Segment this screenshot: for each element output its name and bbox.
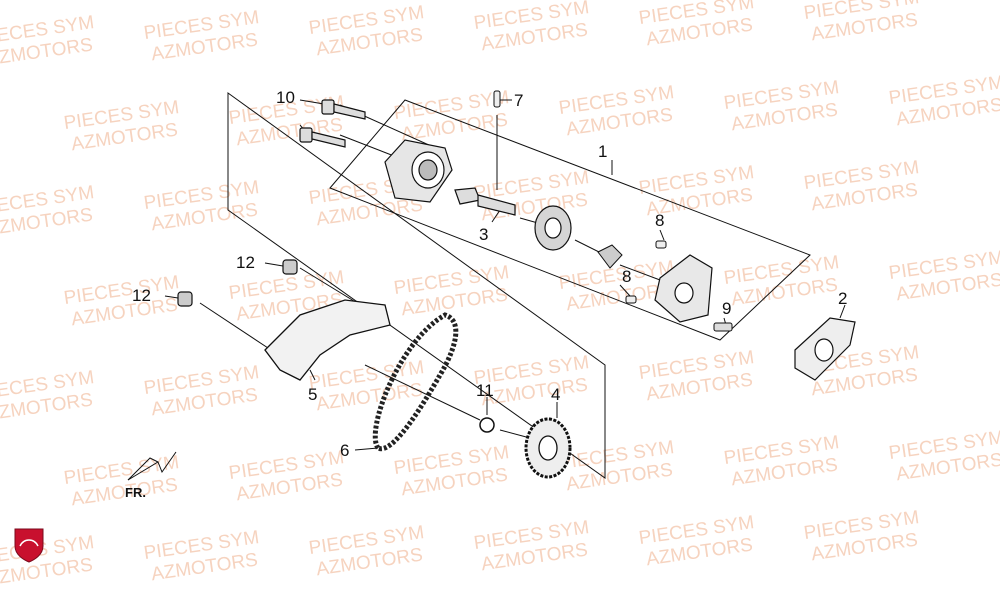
callout-8-lower: 8	[622, 267, 631, 286]
chain-cover-part-5	[264, 299, 391, 381]
gasket-part-2	[794, 317, 856, 381]
pump-shaft-part-3	[454, 187, 516, 216]
callout-7: 7	[514, 91, 523, 110]
pump-rotor	[534, 205, 572, 251]
callout-10: 10	[276, 88, 295, 107]
dowel-pin-part-8-upper	[655, 240, 667, 249]
drive-chain-part-6	[372, 312, 459, 452]
assembly-outline-panel	[227, 92, 606, 479]
pin-part-7	[493, 90, 501, 108]
callout-5: 5	[308, 385, 317, 404]
callout-labels: 10 7 1 3 8 8 9 2 12 12 5 11 4 6	[132, 88, 847, 460]
dowel-pin-part-8-lower	[625, 295, 637, 304]
inner-rotor	[597, 244, 623, 269]
diagram-drawing: 10 7 1 3 8 8 9 2 12 12 5 11 4 6 FR.	[125, 88, 856, 500]
bolt-part-12	[177, 259, 298, 307]
clip-part-11	[479, 417, 495, 433]
callout-9: 9	[722, 299, 731, 318]
callout-3: 3	[479, 225, 488, 244]
direction-label: FR.	[125, 485, 146, 500]
pump-cover	[654, 254, 713, 323]
callout-12-upper: 12	[236, 253, 255, 272]
callout-8-top: 8	[655, 211, 664, 230]
front-direction-arrow	[127, 451, 177, 481]
bolt-part-10	[299, 99, 366, 148]
callout-1: 1	[598, 142, 607, 161]
oil-pump-group-outline	[329, 99, 811, 341]
oil-pump-body-part-1	[384, 139, 453, 203]
azmotors-logo	[12, 524, 46, 564]
callout-4: 4	[551, 385, 560, 404]
callout-11: 11	[476, 381, 494, 400]
callout-2: 2	[838, 289, 847, 308]
callout-6: 6	[340, 441, 349, 460]
sprocket-part-4	[524, 417, 572, 479]
callout-12-lower: 12	[132, 286, 151, 305]
screw-part-9	[713, 322, 733, 332]
